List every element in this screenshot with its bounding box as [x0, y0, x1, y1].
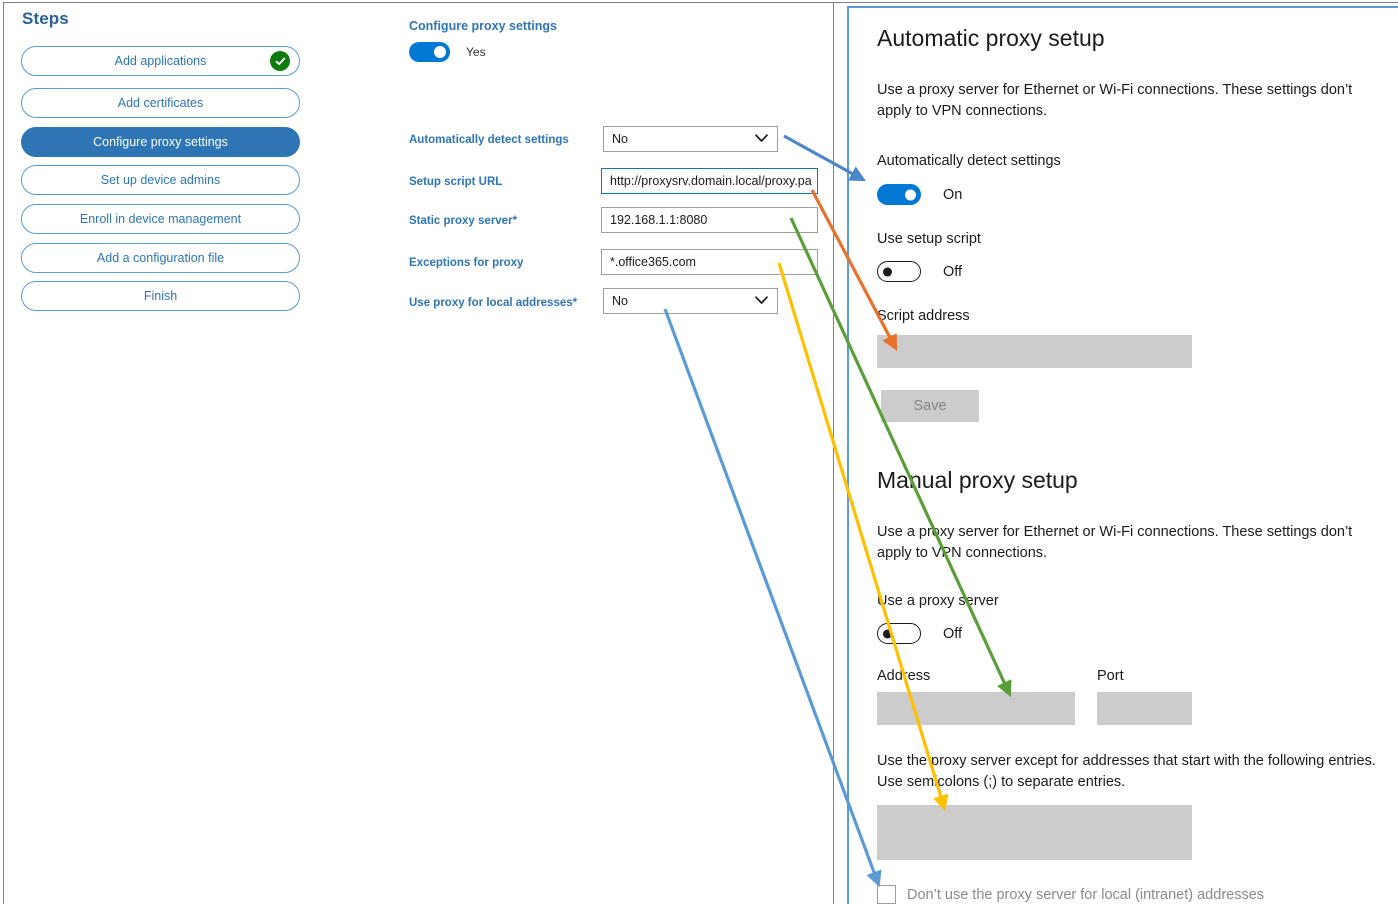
use-a-proxy-server-state: Off	[943, 625, 963, 642]
use-a-proxy-server-label: Use a proxy server	[877, 593, 999, 609]
address-input[interactable]	[877, 692, 1075, 725]
sidebar-item-add-applications[interactable]: Add applications	[21, 46, 300, 76]
use-a-proxy-server-toggle-row: Off	[877, 623, 962, 644]
use-setup-script-toggle-row: Off	[877, 261, 962, 282]
label-static-proxy-server: Static proxy server*	[409, 215, 518, 227]
port-input[interactable]	[1097, 692, 1192, 725]
input-setup-script-url[interactable]: http://proxysrv.domain.local/proxy.pa	[601, 168, 818, 194]
configure-proxy-toggle-label: Yes	[466, 45, 486, 59]
use-a-proxy-server-toggle[interactable]	[877, 623, 921, 644]
sidebar-item-finish[interactable]: Finish	[21, 281, 300, 311]
frame-top-border	[3, 2, 1398, 3]
automatic-proxy-setup-heading: Automatic proxy setup	[877, 25, 1105, 51]
sidebar-item-label: Set up device admins	[100, 173, 221, 187]
input-exceptions-for-proxy[interactable]: *.office365.com	[601, 249, 818, 275]
bypass-local-addresses-row: Don’t use the proxy server for local (in…	[877, 885, 1264, 904]
automatically-detect-settings-toggle[interactable]	[877, 184, 921, 205]
script-address-label: Script address	[877, 308, 970, 324]
address-label: Address	[877, 668, 931, 684]
sidebar-item-add-certificates[interactable]: Add certificates	[21, 88, 300, 118]
automatic-proxy-setup-description: Use a proxy server for Ethernet or Wi-Fi…	[877, 82, 1353, 119]
sidebar-item-label: Configure proxy settings	[93, 135, 228, 149]
exceptions-description: Use the proxy server except for addresse…	[877, 753, 1376, 790]
label-setup-script-url: Setup script URL	[409, 176, 503, 188]
save-button[interactable]: Save	[881, 390, 979, 422]
windows-proxy-settings-panel: Automatic proxy setup Use a proxy server…	[847, 6, 1398, 904]
form-heading: Configure proxy settings	[409, 19, 557, 33]
sidebar-item-label: Enroll in device management	[79, 212, 242, 226]
script-address-input[interactable]	[877, 335, 1192, 368]
configure-proxy-toggle[interactable]	[409, 42, 450, 62]
exceptions-input[interactable]	[877, 805, 1192, 860]
use-setup-script-state: Off	[943, 263, 963, 280]
configure-proxy-toggle-row: Yes	[409, 42, 486, 62]
sidebar-item-label: Finish	[143, 289, 178, 303]
label-use-proxy-for-local-addresses: Use proxy for local addresses*	[409, 297, 578, 309]
check-circle-icon	[270, 51, 290, 71]
sidebar-item-label: Add applications	[114, 54, 207, 68]
label-automatically-detect-settings: Automatically detect settings	[409, 134, 569, 146]
sidebar-item-set-up-device-admins[interactable]: Set up device admins	[21, 165, 300, 195]
panel-divider	[833, 2, 834, 904]
frame-left-border	[3, 2, 4, 904]
use-setup-script-label: Use setup script	[877, 231, 981, 247]
sidebar-item-add-a-configuration-file[interactable]: Add a configuration file	[21, 243, 300, 273]
select-automatically-detect-settings[interactable]: No	[603, 126, 778, 152]
sidebar-item-label: Add a configuration file	[96, 251, 225, 265]
bypass-local-addresses-checkbox[interactable]	[877, 885, 896, 904]
bypass-local-addresses-label: Don’t use the proxy server for local (in…	[907, 886, 1265, 903]
steps-title: Steps	[22, 9, 69, 28]
automatically-detect-settings-label: Automatically detect settings	[877, 153, 1061, 169]
port-label: Port	[1097, 668, 1124, 684]
use-setup-script-toggle[interactable]	[877, 261, 921, 282]
manual-proxy-setup-description: Use a proxy server for Ethernet or Wi-Fi…	[877, 524, 1353, 561]
select-use-proxy-for-local-addresses[interactable]: No	[603, 288, 778, 314]
sidebar-item-label: Add certificates	[117, 96, 204, 110]
automatically-detect-settings-toggle-row: On	[877, 184, 962, 205]
chevron-down-icon	[755, 127, 768, 151]
input-static-proxy-server[interactable]: 192.168.1.1:8080	[601, 207, 818, 233]
steps-sidebar: Steps Add applications Add certificates …	[0, 0, 330, 904]
label-exceptions-for-proxy: Exceptions for proxy	[409, 257, 524, 269]
manual-proxy-setup-heading: Manual proxy setup	[877, 467, 1078, 493]
sidebar-item-configure-proxy-settings[interactable]: Configure proxy settings	[21, 127, 300, 157]
sidebar-item-enroll-in-device-management[interactable]: Enroll in device management	[21, 204, 300, 234]
automatically-detect-settings-state: On	[943, 186, 963, 203]
chevron-down-icon	[755, 289, 768, 313]
proxy-config-form: Configure proxy settings Yes Automatical…	[330, 0, 833, 904]
